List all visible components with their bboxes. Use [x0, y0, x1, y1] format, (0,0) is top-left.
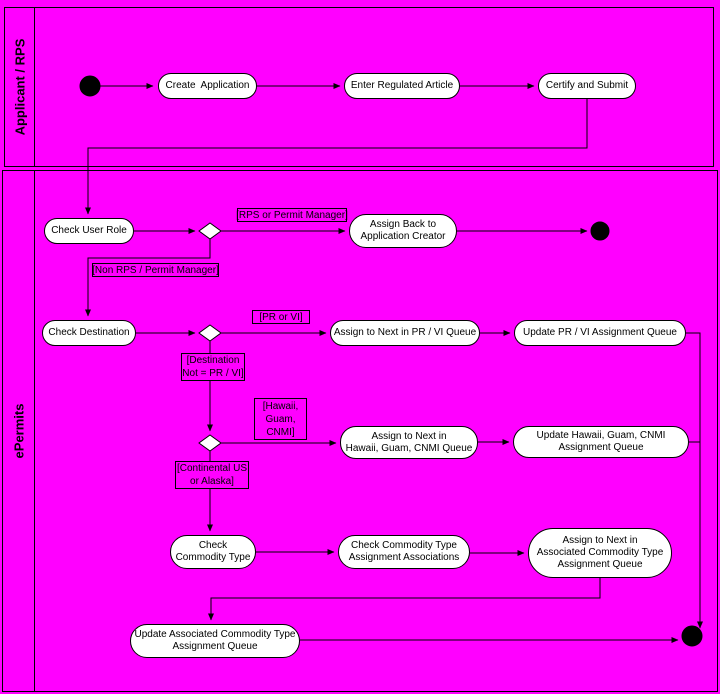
activity-assign-back-to-creator[interactable]: Assign Back to Application Creator — [349, 214, 457, 248]
connectors — [85, 83, 703, 643]
activity-create-application[interactable]: Create Application — [158, 73, 257, 99]
start-node[interactable] — [79, 75, 101, 97]
flow-edge — [208, 578, 601, 621]
guard-destination-not-pr-vi[interactable]: [Destination Not = PR / VI] — [181, 353, 245, 381]
guard-rps-or-permit-manager[interactable]: [RPS or Permit Manager] — [236, 208, 348, 222]
guard-hawaii-guam-cnmi[interactable]: [Hawaii, Guam, CNMI] — [254, 398, 307, 440]
decision-destination-hawaii[interactable] — [198, 434, 222, 452]
decision-user-role[interactable] — [198, 222, 222, 240]
decision-destination-pr-vi[interactable] — [198, 324, 222, 342]
activity-check-commodity-assignments[interactable]: Check Commodity Type Assignment Associat… — [338, 535, 470, 569]
activity-check-destination[interactable]: Check Destination — [42, 320, 136, 346]
activity-check-commodity-type[interactable]: Check Commodity Type — [170, 535, 256, 569]
swimlane-applicant-rps: Applicant / RPS — [4, 7, 714, 167]
flow-edge — [85, 99, 588, 215]
lane-label-strip-applicant: Applicant / RPS — [5, 8, 35, 166]
activity-check-user-role[interactable]: Check User Role — [44, 218, 134, 244]
activity-assign-next-pr-vi[interactable]: Assign to Next in PR / VI Queue — [330, 320, 480, 346]
final-node-top[interactable] — [590, 221, 610, 241]
activity-update-pr-vi-queue[interactable]: Update PR / VI Assignment Queue — [514, 320, 686, 346]
swimlane-epermits: ePermits — [2, 170, 718, 692]
activity-assign-next-commodity[interactable]: Assign to Next in Associated Commodity T… — [528, 528, 672, 578]
activity-enter-regulated-article[interactable]: Enter Regulated Article — [344, 73, 460, 99]
lane-label-strip-epermits: ePermits — [3, 171, 35, 691]
flow-edge — [85, 239, 211, 317]
guard-continental-us-or-alaska[interactable]: [Continental US or Alaska] — [175, 461, 249, 489]
guard-non-rps-permit-manager[interactable]: [Non RPS / Permit Manager] — [92, 263, 219, 277]
guard-pr-or-vi[interactable]: [PR or VI] — [252, 310, 310, 324]
activity-certify-and-submit[interactable]: Certify and Submit — [538, 73, 636, 99]
final-node-bottom[interactable] — [681, 625, 703, 647]
activity-update-hawaii-queue[interactable]: Update Hawaii, Guam, CNMI Assignment Que… — [513, 426, 689, 458]
activity-update-commodity-queue[interactable]: Update Associated Commodity Type Assignm… — [130, 624, 300, 658]
flow-edge — [686, 332, 703, 629]
activity-assign-next-hawaii[interactable]: Assign to Next in Hawaii, Guam, CNMI Que… — [340, 426, 478, 459]
